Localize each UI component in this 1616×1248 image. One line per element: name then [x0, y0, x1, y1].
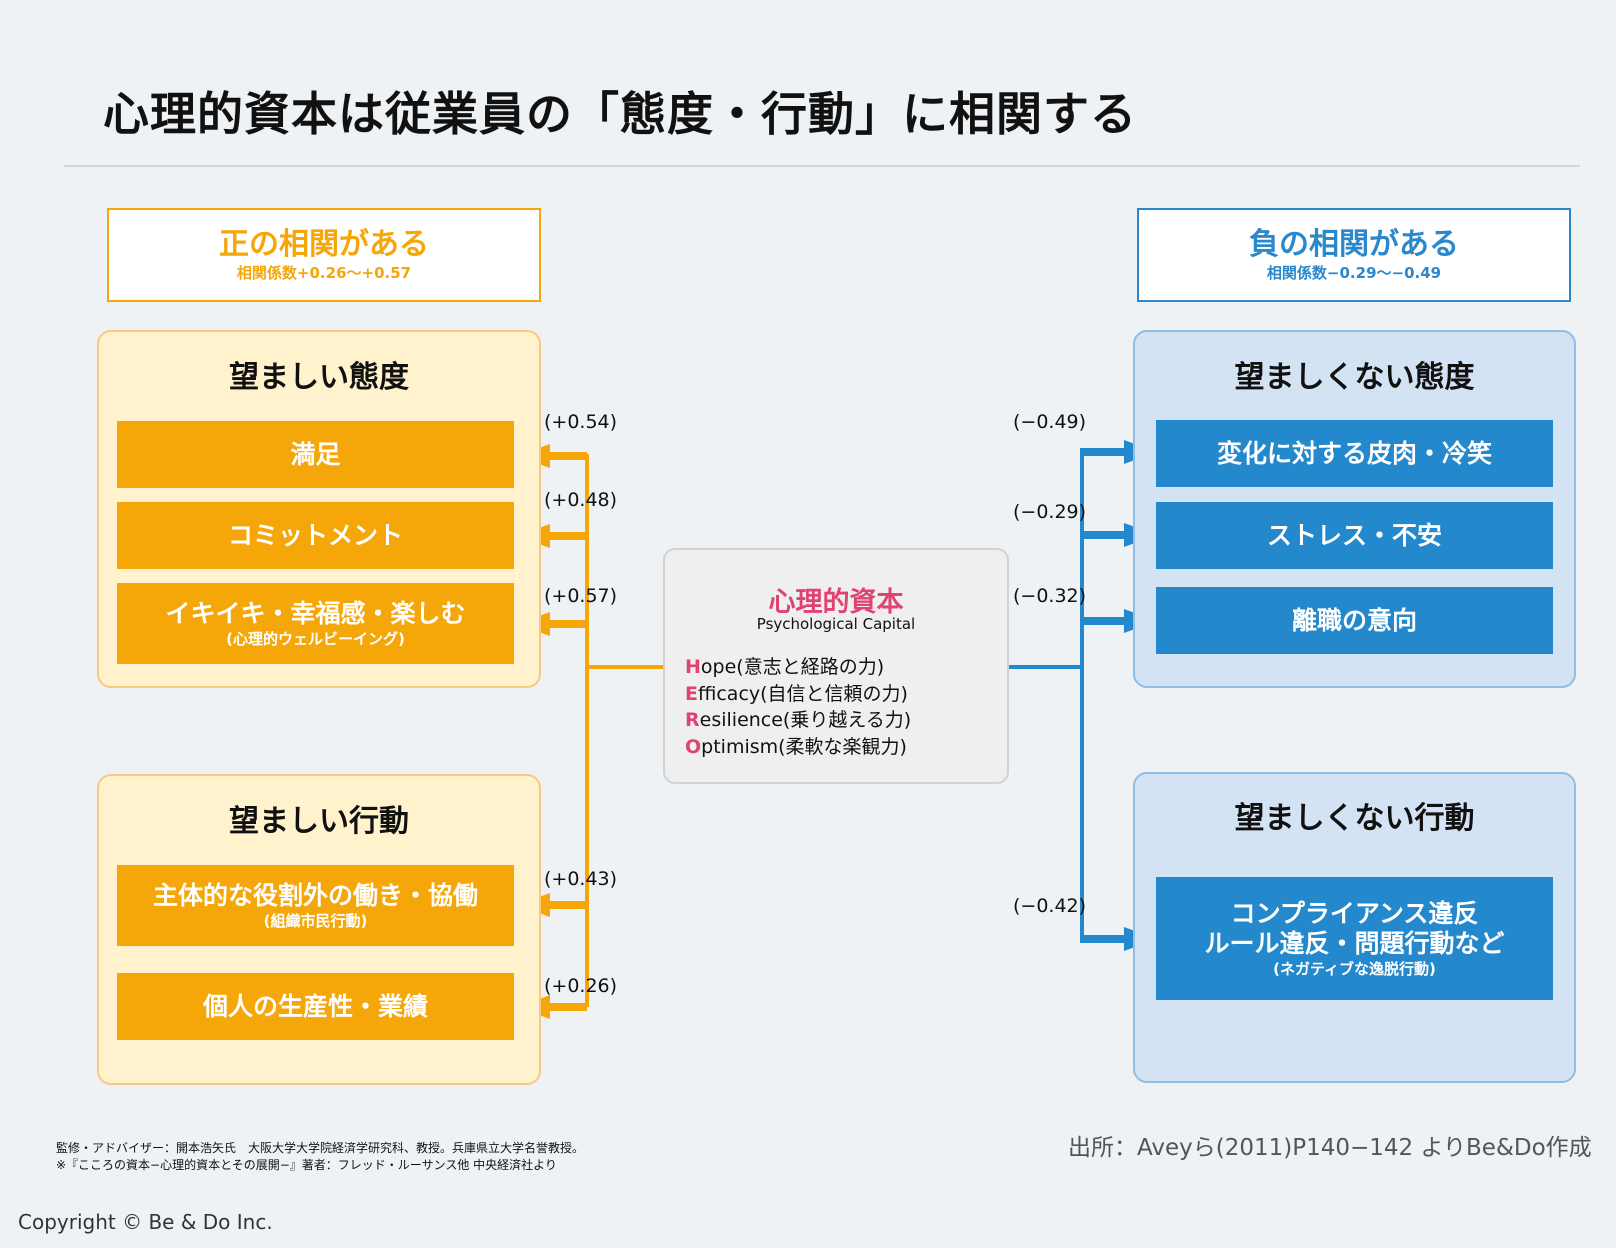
hero-text: esilience(乗り越える力) [699, 709, 912, 731]
item-turnover: 離職の意向 [1156, 587, 1553, 654]
item-sublabel: (心理的ウェルビーイング) [226, 629, 405, 648]
hero-letter: H [685, 656, 701, 678]
coef-stress: (−0.29) [1013, 501, 1087, 523]
item-label: イキイキ・幸福感・楽しむ [165, 598, 466, 628]
item-ikiiki: イキイキ・幸福感・楽しむ (心理的ウェルビーイング) [117, 583, 514, 664]
title-divider [64, 165, 1580, 167]
hero-hope: Hope(意志と経路の力) [685, 654, 911, 681]
hero-text: ope(意志と経路の力) [700, 656, 885, 678]
item-label: 離職の意向 [1291, 605, 1417, 635]
item-deviance: コンプライアンス違反 ルール違反・問題行動など (ネガティブな逸脱行動) [1156, 877, 1553, 1000]
hero-optimism: Optimism(柔軟な楽観力) [685, 734, 911, 761]
coef-ikiiki: (+0.57) [544, 585, 618, 607]
coef-manzoku: (+0.54) [544, 411, 618, 433]
hero-text: fficacy(自信と信頼の力) [697, 682, 908, 705]
positive-correlation-header: 正の相関がある 相関係数+0.26～+0.57 [107, 208, 541, 302]
coef-ocb: (+0.43) [544, 868, 618, 890]
item-label: コミットメント [227, 520, 403, 550]
coef-cynicism: (−0.49) [1013, 411, 1087, 433]
desirable-attitude-title: 望ましい態度 [229, 360, 409, 395]
desirable-behavior-title: 望ましい行動 [229, 804, 409, 839]
coef-deviance: (−0.42) [1013, 895, 1087, 917]
hero-letter: E [685, 682, 698, 705]
item-ocb: 主体的な役割外の働き・協働 (組織市民行動) [117, 865, 514, 946]
undesirable-attitude-title: 望ましくない態度 [1234, 360, 1475, 395]
positive-heading: 正の相関がある [219, 227, 429, 262]
item-label: ストレス・不安 [1266, 520, 1442, 550]
item-label: 個人の生産性・業績 [202, 991, 428, 1021]
hero-efficacy: Efficacy(自信と信頼の力) [685, 681, 911, 708]
center-subtitle: Psychological Capital [756, 615, 916, 633]
footnote: 監修・アドバイザー：開本浩矢氏 大阪大学大学院経済学研究科、教授。兵庫県立大学名… [56, 1140, 584, 1174]
item-sublabel: (ネガティブな逸脱行動) [1273, 959, 1436, 978]
undesirable-behavior-title: 望ましくない行動 [1234, 801, 1475, 836]
item-label: 満足 [290, 439, 341, 469]
item-label: 主体的な役割外の働き・協働 [152, 880, 478, 910]
page-title: 心理的資本は従業員の「態度・行動」に相関する [103, 87, 1137, 141]
item-label: 変化に対する皮肉・冷笑 [1216, 438, 1492, 468]
item-label-line2: ルール違反・問題行動など [1204, 928, 1505, 958]
item-stress: ストレス・不安 [1156, 502, 1553, 569]
psycap-center-box: 心理的資本 Psychological Capital Hope(意志と経路の力… [663, 548, 1009, 784]
copyright: Copyright © Be & Do Inc. [18, 1210, 273, 1234]
source-note: 出所：Aveyら(2011)P140−142 よりBe&Do作成 [1068, 1135, 1592, 1161]
hero-letter: O [685, 735, 702, 758]
coef-turnover: (−0.32) [1013, 585, 1087, 607]
hero-text: ptimism(柔軟な楽観力) [701, 735, 907, 758]
item-cynicism: 変化に対する皮肉・冷笑 [1156, 420, 1553, 487]
negative-correlation-header: 負の相関がある 相関係数−0.29～−0.49 [1137, 208, 1571, 302]
hero-list: Hope(意志と経路の力) Efficacy(自信と信頼の力) Resilien… [685, 654, 911, 760]
coef-performance: (+0.26) [544, 975, 618, 997]
footnote-line1: 監修・アドバイザー：開本浩矢氏 大阪大学大学院経済学研究科、教授。兵庫県立大学名… [56, 1141, 585, 1155]
item-performance: 個人の生産性・業績 [117, 973, 514, 1040]
coef-commitment: (+0.48) [544, 489, 618, 511]
center-title: 心理的資本 [768, 587, 904, 618]
hero-resilience: Resilience(乗り越える力) [685, 707, 911, 734]
positive-range: 相関係数+0.26～+0.57 [236, 264, 412, 282]
item-manzoku: 満足 [117, 421, 514, 488]
item-label-line1: コンプライアンス違反 [1230, 898, 1479, 928]
negative-heading: 負の相関がある [1249, 227, 1459, 262]
item-commitment: コミットメント [117, 502, 514, 569]
hero-letter: R [685, 709, 700, 731]
negative-range: 相関係数−0.29～−0.49 [1266, 264, 1442, 282]
footnote-line2: ※『こころの資本−心理的資本とその展開−』著者：フレッド・ルーサンス他 中央経済… [56, 1158, 557, 1172]
item-sublabel: (組織市民行動) [263, 911, 368, 930]
